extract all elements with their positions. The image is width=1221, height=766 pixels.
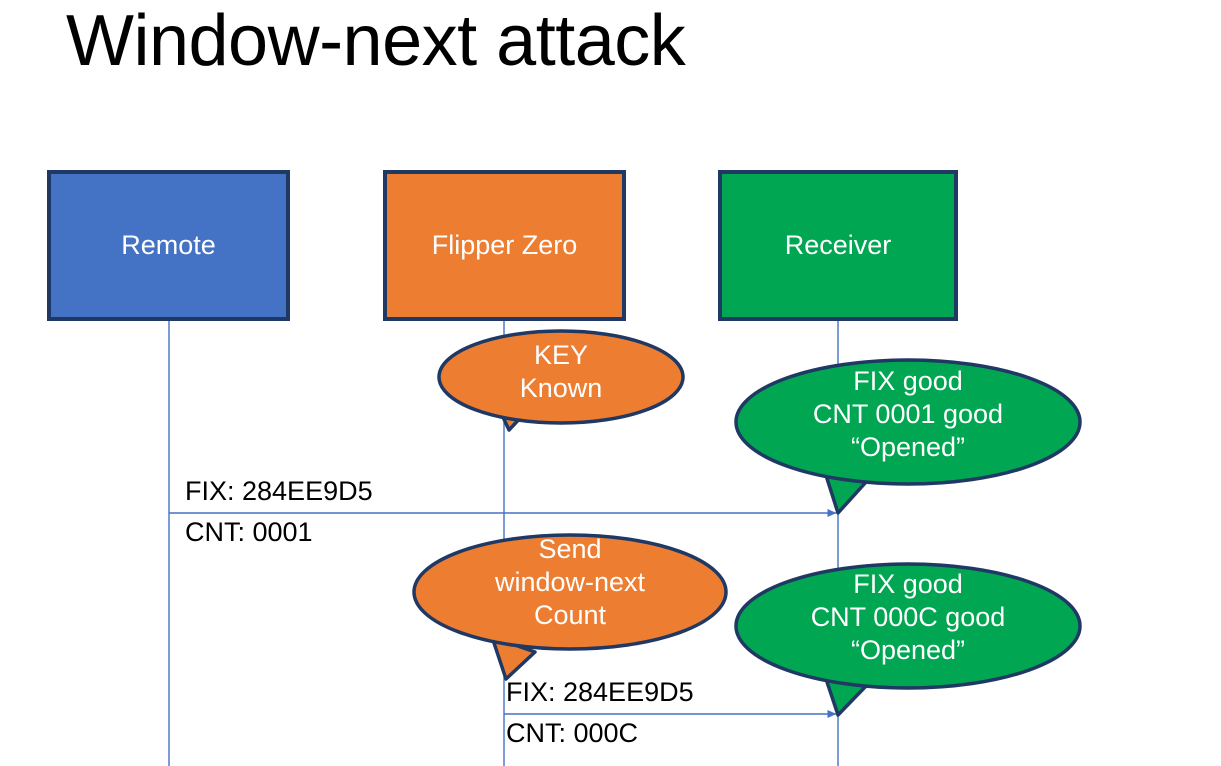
- actor-label-remote: Remote: [121, 229, 216, 260]
- message-1-label-fix: FIX: 284EE9D5: [185, 476, 373, 506]
- speech-bubble-send-window-next: [412, 533, 728, 681]
- speech-bubble-key-known: [437, 329, 685, 432]
- message-1-label-cnt: CNT: 0001: [185, 517, 313, 547]
- message-2-label-cnt: CNT: 000C: [506, 718, 639, 748]
- actor-box-flipper-zero[interactable]: Flipper Zero: [383, 170, 626, 321]
- bubble-body-receiver-response-2: [734, 562, 1082, 690]
- page-title: Window-next attack: [66, 1, 686, 81]
- actor-box-remote[interactable]: Remote: [47, 170, 290, 321]
- message-2-label-fix: FIX: 284EE9D5: [506, 677, 694, 707]
- speech-bubble-receiver-response-1: [734, 358, 1082, 515]
- bubble-body-receiver-response-1: [734, 358, 1082, 486]
- bubble-body-send-window-next: [412, 533, 728, 651]
- actor-label-receiver: Receiver: [784, 229, 892, 260]
- speech-bubble-receiver-response-2: [734, 562, 1082, 717]
- actor-label-flipper-zero: Flipper Zero: [431, 229, 578, 260]
- bubble-body-key-known: [437, 329, 685, 425]
- actor-box-receiver[interactable]: Receiver: [718, 170, 958, 321]
